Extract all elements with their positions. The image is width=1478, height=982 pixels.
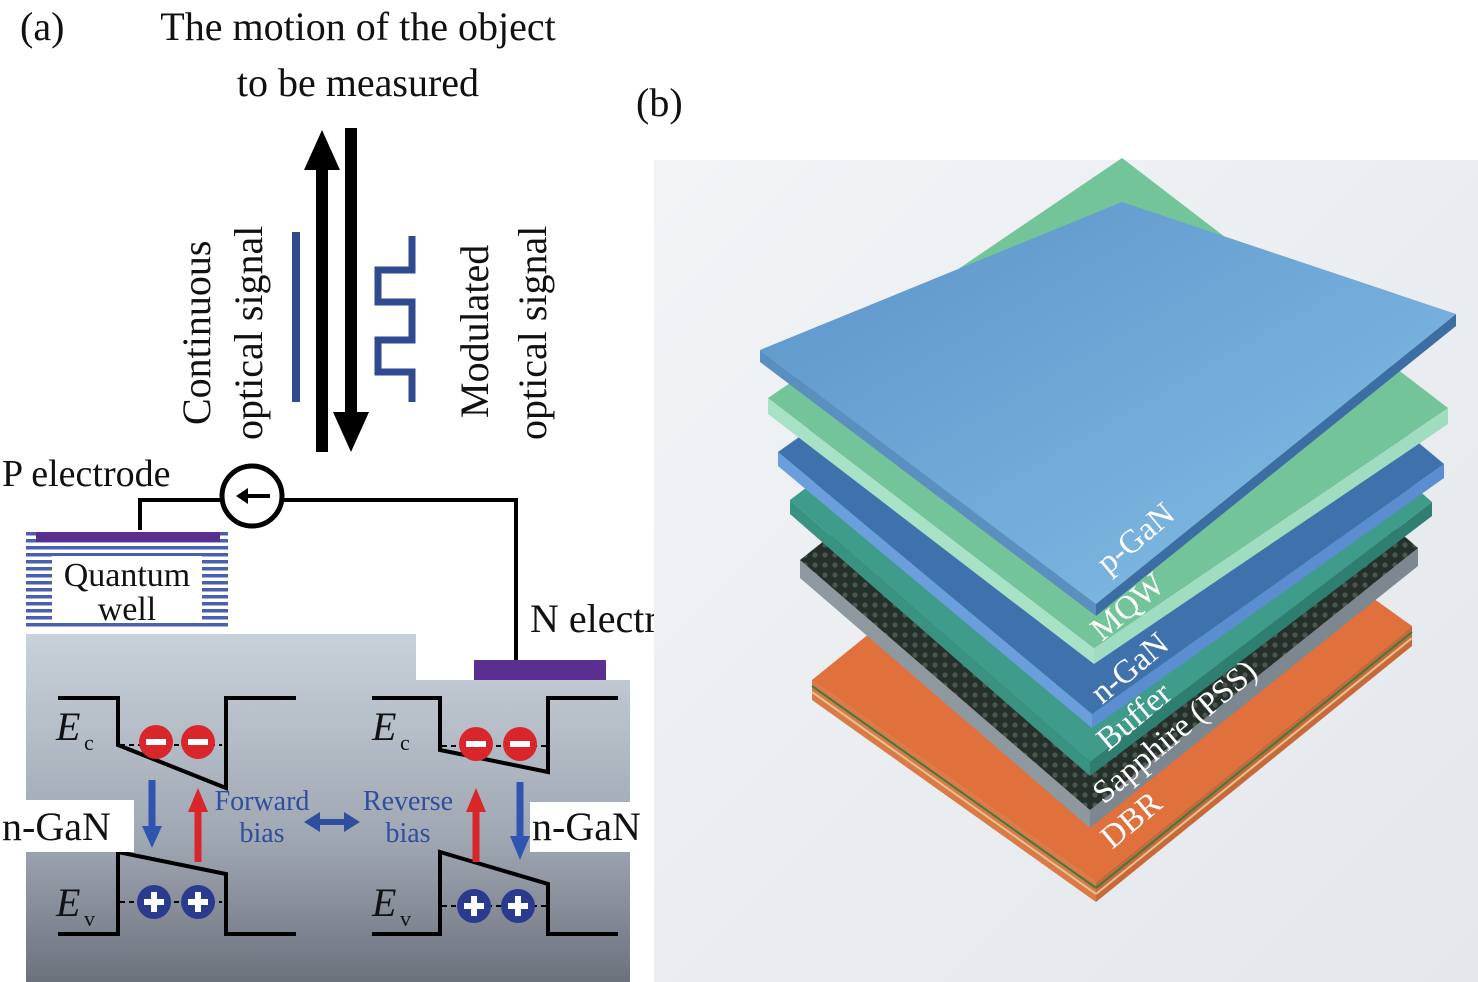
n-gan-label-right: n-GaN — [532, 804, 641, 849]
ec-sub-left: c — [84, 730, 94, 755]
ev-sub-left: v — [84, 906, 95, 931]
modulated-label-1: Modulated — [452, 245, 497, 418]
continuous-label-2: optical signal — [226, 226, 271, 440]
red-up-arrow — [188, 788, 208, 862]
ev-sub-right: v — [400, 906, 411, 931]
modulated-label-2: optical signal — [510, 226, 555, 440]
blue-down-arrow — [510, 782, 530, 860]
band-diagram-reverse — [372, 696, 618, 936]
forward-bias-label-2: bias — [239, 818, 284, 849]
ev-label-right: E — [371, 880, 396, 925]
n-electrode-pad — [474, 660, 606, 680]
down-arrowhead — [333, 412, 369, 452]
motion-arrows — [304, 128, 369, 452]
hole-icon — [181, 885, 215, 919]
ev-label-left: E — [55, 880, 80, 925]
n-gan-label-left: n-GaN — [2, 804, 111, 849]
red-up-arrow — [466, 788, 486, 862]
hole-icon — [501, 889, 535, 923]
reverse-bias-label-1: Reverse — [363, 786, 453, 817]
p-electrode-label: P electrode — [2, 453, 170, 495]
electron-icon — [459, 727, 493, 761]
panel-b-label: (b) — [636, 80, 683, 125]
bias-switch-arrow — [304, 812, 360, 832]
panel-b: (b) — [636, 80, 1478, 982]
electron-icon — [181, 725, 215, 759]
panel-a-label: (a) — [20, 4, 64, 49]
electron-icon — [139, 725, 173, 759]
hole-icon — [137, 885, 171, 919]
forward-bias-label-1: Forward — [215, 786, 310, 817]
wire-left — [138, 498, 222, 532]
title-line-1: The motion of the object — [160, 4, 555, 49]
continuous-label-1: Continuous — [174, 241, 219, 425]
reverse-bias-label-2: bias — [385, 818, 430, 849]
modulated-signal-wave — [374, 236, 416, 402]
hole-icon — [457, 889, 491, 923]
ec-label-left: E — [55, 704, 80, 749]
up-arrowhead — [304, 130, 340, 170]
blue-down-arrow — [142, 780, 162, 848]
quantum-well-label-2: well — [98, 591, 157, 628]
layer-p-gan — [760, 202, 1456, 616]
electron-icon — [503, 727, 537, 761]
ec-sub-right: c — [400, 730, 410, 755]
quantum-well-label-1: Quantum — [64, 557, 191, 594]
title-line-2: to be measured — [237, 60, 479, 105]
panel-a: (a) The motion of the object to be measu… — [0, 4, 715, 982]
p-electrode-pad — [36, 532, 220, 542]
ec-label-right: E — [371, 704, 396, 749]
wire-right — [282, 498, 518, 660]
